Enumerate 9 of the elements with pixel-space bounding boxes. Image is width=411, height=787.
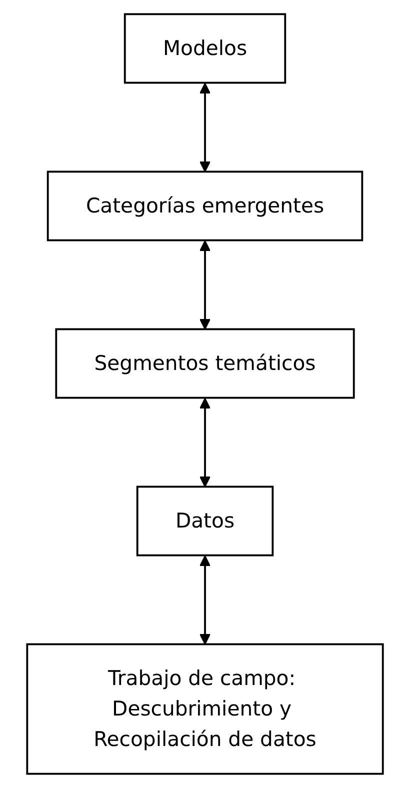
arrow	[200, 554, 212, 644]
node-box: Modelos	[124, 12, 287, 84]
node-box: Trabajo de campo: Descubrimiento y Recopilación de datos	[26, 642, 384, 774]
arrow	[200, 82, 212, 172]
node-box: Segmentos temáticos	[56, 328, 356, 398]
node-box: Categorías emergentes	[47, 170, 364, 241]
arrow	[200, 240, 212, 330]
arrow	[200, 397, 212, 487]
node-box: Datos	[136, 485, 274, 556]
